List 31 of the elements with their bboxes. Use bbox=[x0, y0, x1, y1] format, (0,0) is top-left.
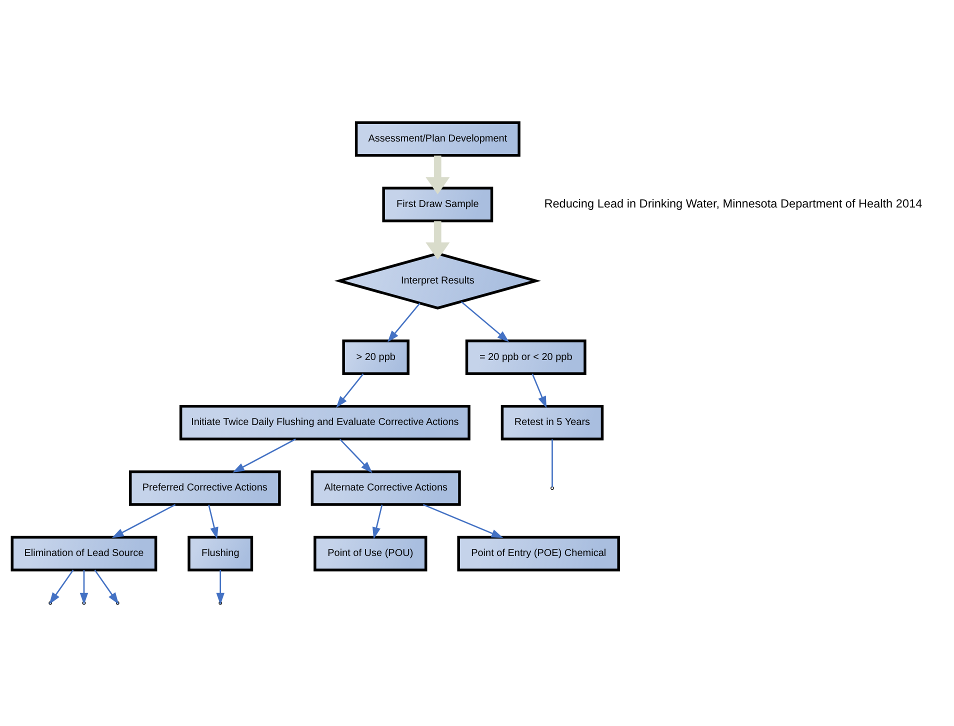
connector bbox=[552, 439, 553, 488]
arrow bbox=[336, 373, 364, 408]
node-box: Flushing bbox=[188, 536, 254, 572]
arrow bbox=[426, 221, 450, 260]
node-diamond: Interpret Results bbox=[334, 252, 541, 310]
arrow bbox=[372, 504, 383, 540]
arrow bbox=[112, 504, 176, 538]
node-box: Preferred Corrective Actions bbox=[128, 470, 281, 506]
arrow bbox=[80, 570, 88, 605]
node-box: > 20 ppb bbox=[342, 339, 410, 375]
node-box: Alternate Corrective Actions bbox=[310, 470, 461, 506]
arrow bbox=[208, 504, 218, 540]
arrow bbox=[426, 156, 450, 194]
arrow bbox=[387, 302, 420, 342]
node-box: Initiate Twice Daily Flushing and Evaluate Corrective Actions bbox=[179, 404, 470, 440]
arrow bbox=[49, 570, 74, 604]
node-box: Assessment/Plan Development bbox=[354, 121, 520, 157]
node-box: = 20 ppb or < 20 ppb bbox=[465, 339, 586, 375]
node-box: Elimination of Lead Source bbox=[10, 536, 158, 572]
node-box: First Draw Sample bbox=[382, 186, 494, 222]
arrow bbox=[340, 438, 372, 474]
arrow bbox=[422, 504, 504, 538]
arrow bbox=[460, 301, 510, 342]
arrow bbox=[532, 374, 547, 408]
node-box: Point of Entry (POE) Chemical bbox=[457, 536, 620, 572]
node-box: Point of Use (POU) bbox=[314, 536, 428, 572]
arrow bbox=[216, 570, 225, 605]
label: Reducing Lead in Drinking Water, Minnesota Department of Health 2014 bbox=[544, 196, 922, 211]
node-box: Retest in 5 Years bbox=[500, 404, 604, 440]
arrow bbox=[94, 570, 119, 604]
arrow bbox=[232, 438, 296, 473]
